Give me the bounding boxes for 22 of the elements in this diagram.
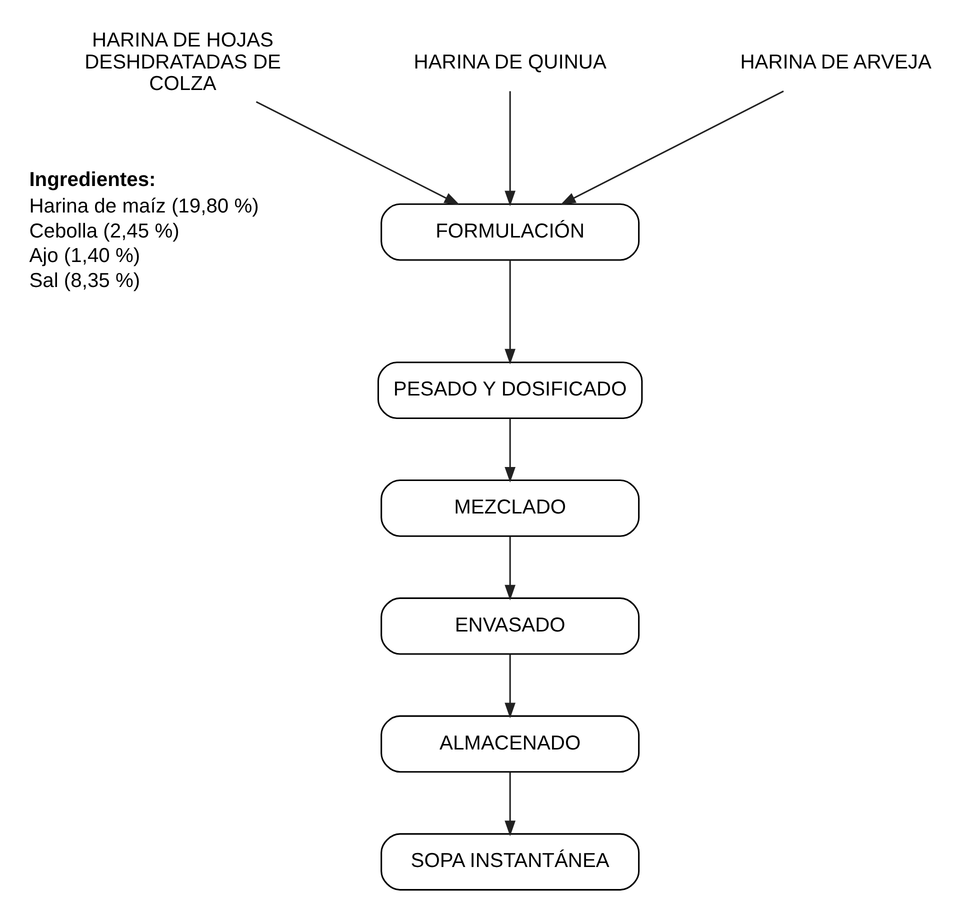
arrow (504, 260, 516, 364)
label: Sal (8,35 %) (29, 269, 140, 292)
label: Cebolla (2,45 %) (29, 220, 180, 242)
arrow (560, 90, 784, 204)
label: Ingredientes: (29, 168, 156, 191)
label: Harina de maíz (19,80 %) (29, 195, 259, 218)
arrow (504, 90, 516, 206)
node-text: HARINA DE HOJAS DESHDRATADAS DE COLZA (84, 29, 281, 94)
arrow (504, 772, 516, 836)
label: Ajo (1,40 %) (29, 244, 140, 267)
node-box: ENVASADO (380, 596, 640, 654)
node-box: FORMULACIÓN (380, 202, 640, 260)
arrow (504, 418, 516, 482)
arrow (256, 100, 460, 205)
node-box: MEZCLADO (380, 479, 640, 536)
arrow (504, 654, 516, 718)
node-text: HARINA DE QUINUA (414, 50, 606, 73)
node-text: HARINA DE ARVEJA (740, 50, 932, 73)
node-box: SOPA INSTANTÁNEA (380, 832, 640, 890)
node-box: PESADO Y DOSIFICADO (377, 361, 643, 418)
node-box: ALMACENADO (380, 714, 640, 772)
arrow (504, 536, 516, 600)
